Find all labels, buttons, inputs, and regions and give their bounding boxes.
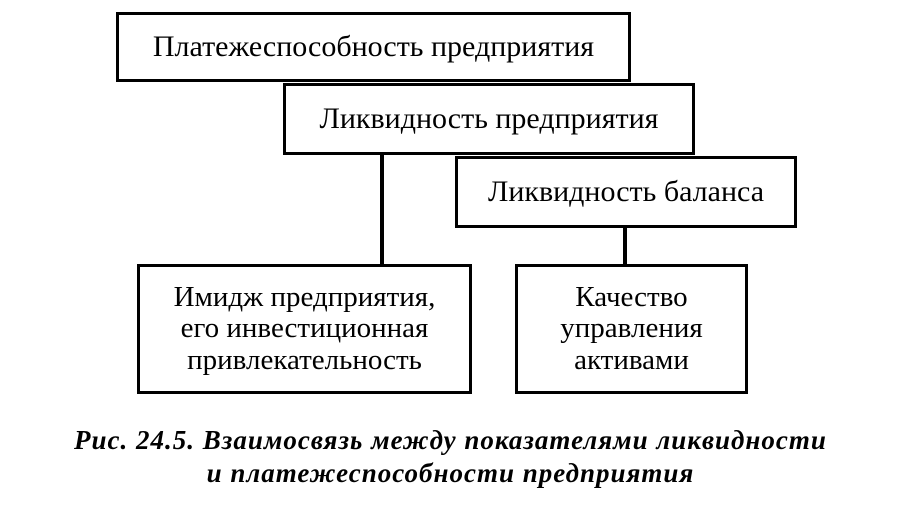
connector-line-liquidity-to-image <box>380 155 384 265</box>
box-liquidity-balance: Ликвидность баланса <box>455 156 797 228</box>
box-liquidity-enterprise-label: Ликвидность предприятия <box>319 101 659 135</box>
box-image-line-1: Имидж предприятия, <box>173 281 436 314</box>
box-asset-management-line-1: Качество <box>575 281 688 314</box>
box-image-line-3: привлекательность <box>187 343 422 376</box>
box-image: Имидж предприятия, его инвестиционная пр… <box>137 264 472 394</box>
connector-line-balance-to-assets <box>623 228 627 265</box>
figure-caption-line-2: и платежеспособности предприятия <box>206 458 695 488</box>
box-solvency-label: Платежеспособность предприятия <box>152 29 595 63</box>
box-liquidity-enterprise: Ликвидность предприятия <box>283 83 695 155</box>
box-liquidity-balance-label: Ликвидность баланса <box>487 174 765 208</box>
figure-caption-line-1: Рис. 24.5. Взаимосвязь между показателям… <box>74 425 827 455</box>
box-asset-management-line-2: управления <box>560 312 703 345</box>
box-solvency: Платежеспособность предприятия <box>116 12 631 82</box>
box-asset-management-line-3: активами <box>574 343 689 376</box>
box-asset-management: Качество управления активами <box>515 264 748 394</box>
box-image-line-2: его инвестиционная <box>180 312 429 345</box>
